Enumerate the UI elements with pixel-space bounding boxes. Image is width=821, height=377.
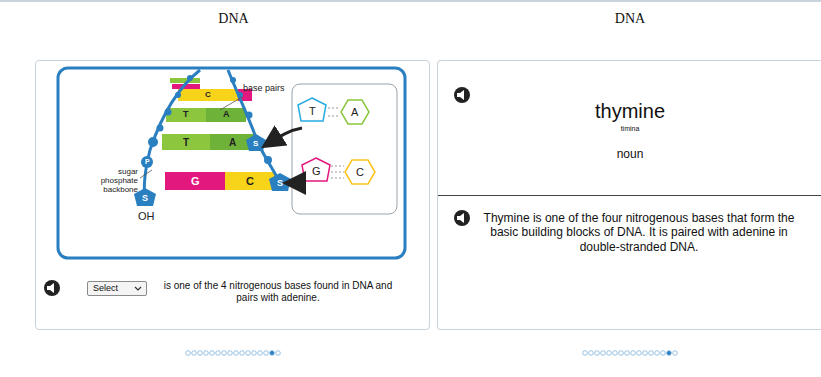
fill-in-sentence: is one of the 4 nitrogenous bases found … [153, 280, 403, 304]
flashcard-panel: DNAthyminetiminanounThymine is one of th… [437, 60, 821, 330]
select-dropdown: Select [87, 281, 147, 296]
end-label: OH [138, 210, 155, 222]
translation: timina [438, 125, 821, 133]
base-letter: A [229, 137, 236, 148]
card-heading: DNA [36, 11, 431, 28]
backbone-beads [134, 75, 291, 206]
part-label: sugar phosphate backbone [90, 168, 138, 194]
base-letter: C [246, 175, 254, 187]
dropdown-chevron [134, 286, 142, 292]
dropdown-text: Select [93, 283, 133, 294]
backbone-letter: S [277, 179, 283, 189]
inset-base-letter: A [351, 106, 358, 118]
card-heading: DNA [438, 11, 821, 28]
term-word: thymine [438, 99, 821, 123]
pagination-dots [186, 351, 678, 356]
flashcard-panel: DNAis one of the 4 nitrogenous bases fou… [35, 60, 430, 330]
base-letter: T [183, 137, 189, 148]
inset-base-letter: C [356, 166, 364, 178]
speaker-icon [44, 87, 470, 296]
base-letter: A [223, 110, 230, 120]
backbone-letter: S [253, 140, 258, 149]
base-pair-bars [162, 78, 275, 190]
inset-base-letter: G [312, 165, 321, 177]
base-letter: G [191, 175, 200, 187]
separator-line [438, 195, 821, 196]
base-letter: T [183, 110, 189, 120]
part-of-speech: noun [438, 147, 821, 161]
backbone-letter: S [142, 194, 148, 204]
inset-base-letter: T [309, 105, 316, 117]
definition-text: Thymine is one of the four nitrogenous b… [476, 211, 802, 254]
backbone-letter: P [145, 158, 150, 166]
base-letter: C [205, 91, 211, 100]
part-label: base pairs [243, 84, 285, 94]
